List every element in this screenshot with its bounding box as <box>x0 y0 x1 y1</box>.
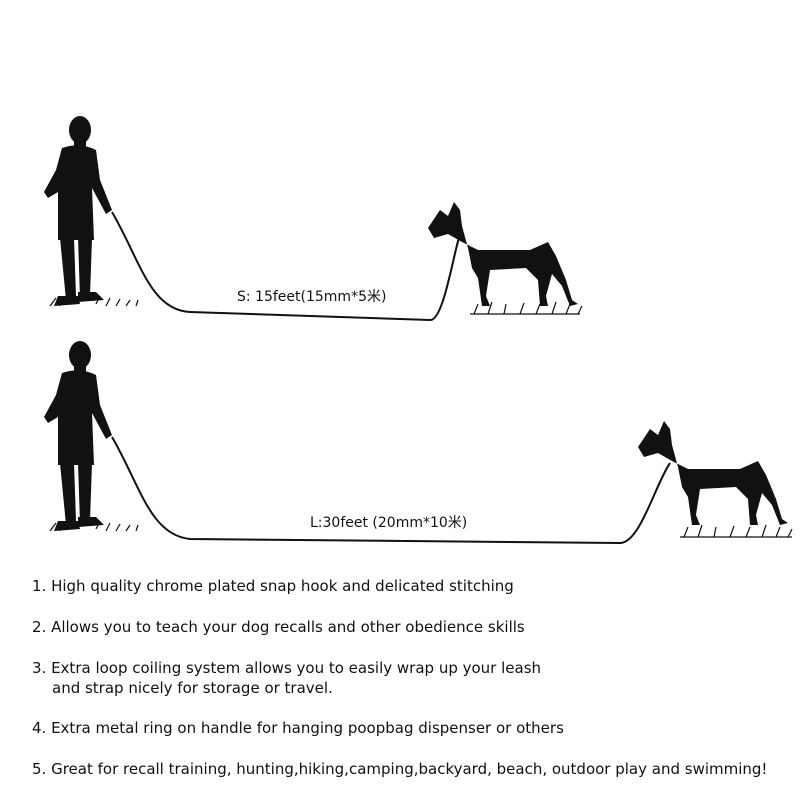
grass-icon <box>470 301 583 315</box>
leash-scene-small: S: 15feet(15mm*5米) <box>0 100 800 322</box>
leash-illustration-small <box>44 116 583 322</box>
feature-text: 3. Extra loop coiling system allows you … <box>32 659 542 677</box>
person-silhouette-icon <box>44 341 112 531</box>
leash-line <box>111 436 671 545</box>
feature-item-4: 4. Extra metal ring on handle for hangin… <box>32 718 792 738</box>
feature-item-2: 2. Allows you to teach your dog recalls … <box>32 617 792 637</box>
feature-item-5: 5. Great for recall training, hunting,hi… <box>32 759 792 779</box>
dog-silhouette-icon <box>428 202 578 306</box>
feature-item-1: 1. High quality chrome plated snap hook … <box>32 576 792 596</box>
leash-scene-large: L:30feet (20mm*10米) <box>0 325 800 545</box>
leash-size-label-large: L:30feet (20mm*10米) <box>310 515 468 531</box>
leash-illustration-large <box>44 341 793 545</box>
grass-icon <box>49 295 139 307</box>
leash-size-label-small: S: 15feet(15mm*5米) <box>237 289 387 305</box>
feature-text-line2: and strap nicely for storage or travel. <box>52 679 333 697</box>
dog-silhouette-icon <box>638 421 788 525</box>
feature-text: 5. Great for recall training, hunting,hi… <box>32 760 768 778</box>
feature-text: 4. Extra metal ring on handle for hangin… <box>32 719 564 737</box>
grass-icon <box>680 524 793 538</box>
leash-line <box>111 211 463 322</box>
grass-icon <box>49 520 139 532</box>
person-silhouette-icon <box>44 116 112 306</box>
feature-item-3: 3. Extra loop coiling system allows you … <box>32 658 792 698</box>
feature-text: 1. High quality chrome plated snap hook … <box>32 577 514 595</box>
feature-list: 1. High quality chrome plated snap hook … <box>32 576 792 800</box>
feature-text: 2. Allows you to teach your dog recalls … <box>32 618 525 636</box>
